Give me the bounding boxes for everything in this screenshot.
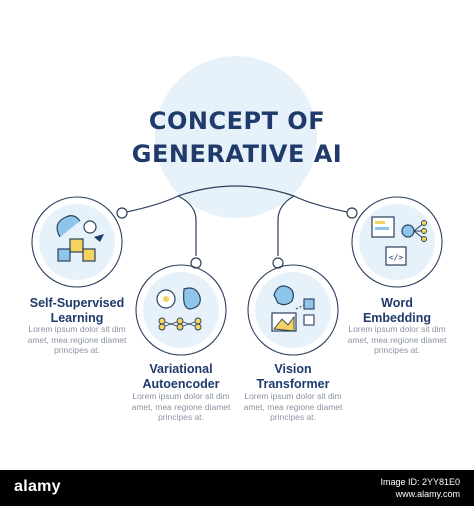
concept-title-4: Word Embedding <box>332 296 462 326</box>
concept-2-title-line-1: Variational <box>149 362 213 376</box>
concept-4-title-line-1: Word <box>381 296 413 310</box>
footer-info: Image ID: 2YY81E0 www.alamy.com <box>380 476 460 500</box>
vision-image-icon <box>248 265 338 355</box>
concept-title-2: Variational Autoencoder <box>116 362 246 392</box>
concept-3-title-line-2: Transformer <box>256 377 330 391</box>
concept-desc-2: Lorem ipsum dolor sit dim amet, mea regi… <box>116 391 246 423</box>
page-title-line-1: CONCEPT OF <box>148 107 326 135</box>
concept-2-title-line-2: Autoencoder <box>142 377 220 391</box>
concept-title-3: Vision Transformer <box>228 362 358 392</box>
concept-desc-1: Lorem ipsum dolor sit dim amet, mea regi… <box>12 324 142 356</box>
connector-stem-right <box>277 195 295 221</box>
concept-4-desc-line-3: principes at. <box>374 345 420 355</box>
concept-title-1: Self-Supervised Learning <box>12 296 142 326</box>
concept-4-title-line-2: Embedding <box>362 311 432 325</box>
concept-1-desc-line-2: amet, mea regione diamet <box>27 334 127 345</box>
neural-network-icon <box>136 265 226 355</box>
title-background-circle <box>155 56 317 218</box>
alamy-logo: alamy <box>14 478 61 495</box>
concept-1-title-line-2: Learning <box>50 311 104 325</box>
connector-stem-left <box>177 195 197 221</box>
concept-1-desc-line-1: Lorem ipsum dolor sit dim <box>28 324 126 334</box>
image-id-text: Image ID: 2YY81E0 <box>380 477 460 487</box>
svg-text:</>: </> <box>389 253 404 262</box>
concept-3-title-line-1: Vision <box>274 362 312 376</box>
concept-4-desc-line-1: Lorem ipsum dolor sit dim <box>348 324 446 334</box>
concept-2-desc-line-2: amet, mea regione diamet <box>131 401 231 412</box>
page-title-line-2: GENERATIVE AI <box>131 140 343 168</box>
connector-arc <box>121 185 353 214</box>
site-url-text: www.alamy.com <box>395 489 460 499</box>
concept-3-desc-line-2: amet, mea regione diamet <box>243 401 343 412</box>
infographic-canvas: CONCEPT OF GENERATIVE AI <box>12 56 462 423</box>
connector-node-1 <box>116 207 128 219</box>
concept-3-desc-line-3: principes at. <box>270 412 316 422</box>
icon-ring-3 <box>247 264 339 356</box>
concept-desc-3: Lorem ipsum dolor sit dim amet, mea regi… <box>228 391 358 423</box>
concept-2-desc-line-3: principes at. <box>158 412 204 422</box>
connector-node-4 <box>346 207 358 219</box>
stock-footer-bar: alamy Image ID: 2YY81E0 www.alamy.com <box>0 470 474 506</box>
concept-3-desc-line-1: Lorem ipsum dolor sit dim <box>244 391 342 401</box>
concept-1-title-line-1: Self-Supervised <box>29 296 125 310</box>
chip-embedding-icon: </> <box>352 197 442 287</box>
icon-ring-1 <box>31 196 123 288</box>
icon-ring-2 <box>135 264 227 356</box>
connector-lines <box>31 185 443 356</box>
concept-1-desc-line-3: principes at. <box>54 345 100 355</box>
puzzle-brain-icon <box>32 197 122 287</box>
concept-2-desc-line-1: Lorem ipsum dolor sit dim <box>132 391 230 401</box>
concept-desc-4: Lorem ipsum dolor sit dim amet, mea regi… <box>332 324 462 356</box>
concept-4-desc-line-2: amet, mea regione diamet <box>347 334 447 345</box>
icon-ring-4 <box>351 196 443 288</box>
